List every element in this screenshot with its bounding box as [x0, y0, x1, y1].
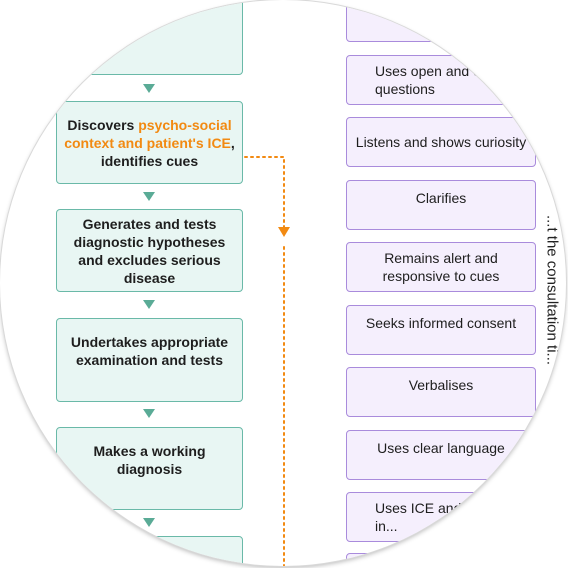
down-arrow-icon	[143, 518, 155, 527]
step-box: Generates and tests diagnostic hypothese…	[56, 209, 243, 292]
step-text-lead: Discovers	[67, 116, 139, 133]
skill-text: Uses open and c... questions	[375, 63, 492, 97]
skill-text: Uses clear language	[377, 440, 505, 456]
skill-box: Seeks informed consent	[346, 305, 536, 355]
step-box: ...ation	[56, 0, 243, 75]
side-label: ...t the consultation ti...	[543, 214, 561, 366]
skill-text: Clarifies	[415, 190, 467, 206]
step-box	[56, 536, 243, 566]
connector-line	[244, 156, 285, 229]
highlight-text: psycho-social context and patient's ICE	[64, 116, 232, 151]
down-arrow-icon	[143, 300, 155, 309]
step-text: Generates and tests diagnostic hypothese…	[73, 215, 226, 286]
skill-box: Verbalises	[346, 367, 536, 417]
skill-box: Uses clear language	[346, 430, 536, 480]
down-arrow-icon	[143, 84, 155, 93]
skill-text: Verbalises	[408, 377, 474, 393]
step-text: ...ation	[126, 8, 173, 24]
skill-box: Listens and shows curiosity	[346, 117, 536, 167]
step-text-tail: , identifies cues	[100, 134, 235, 169]
step-box: Discovers psycho-social context and pati…	[56, 101, 243, 184]
down-arrow-icon	[278, 227, 290, 237]
skill-text: Listens and shows curiosity	[355, 134, 527, 150]
down-arrow-icon	[143, 409, 155, 418]
step-text: Undertakes appropriate examination and t…	[70, 334, 229, 368]
skill-box: Clarifies	[346, 180, 536, 230]
skill-text: Seeks informed consent	[365, 315, 517, 331]
step-text: Makes a working diagnosis	[93, 443, 206, 477]
step-text: Discovers psycho-social context and pati…	[63, 116, 236, 170]
skill-box: Remains alert and responsive to cues	[346, 242, 536, 292]
down-arrow-icon	[143, 192, 155, 201]
skill-box: Uses open and c... questions	[346, 55, 536, 105]
skill-box	[346, 553, 536, 566]
step-box: Makes a working diagnosis	[56, 427, 243, 510]
step-box: Undertakes appropriate examination and t…	[56, 318, 243, 402]
skill-box: Uses ICE and... social in...	[346, 492, 536, 542]
skill-text: Remains alert and responsive to cues	[382, 250, 500, 284]
skill-box	[346, 0, 536, 42]
skill-text: Uses ICE and... social in...	[375, 500, 513, 534]
